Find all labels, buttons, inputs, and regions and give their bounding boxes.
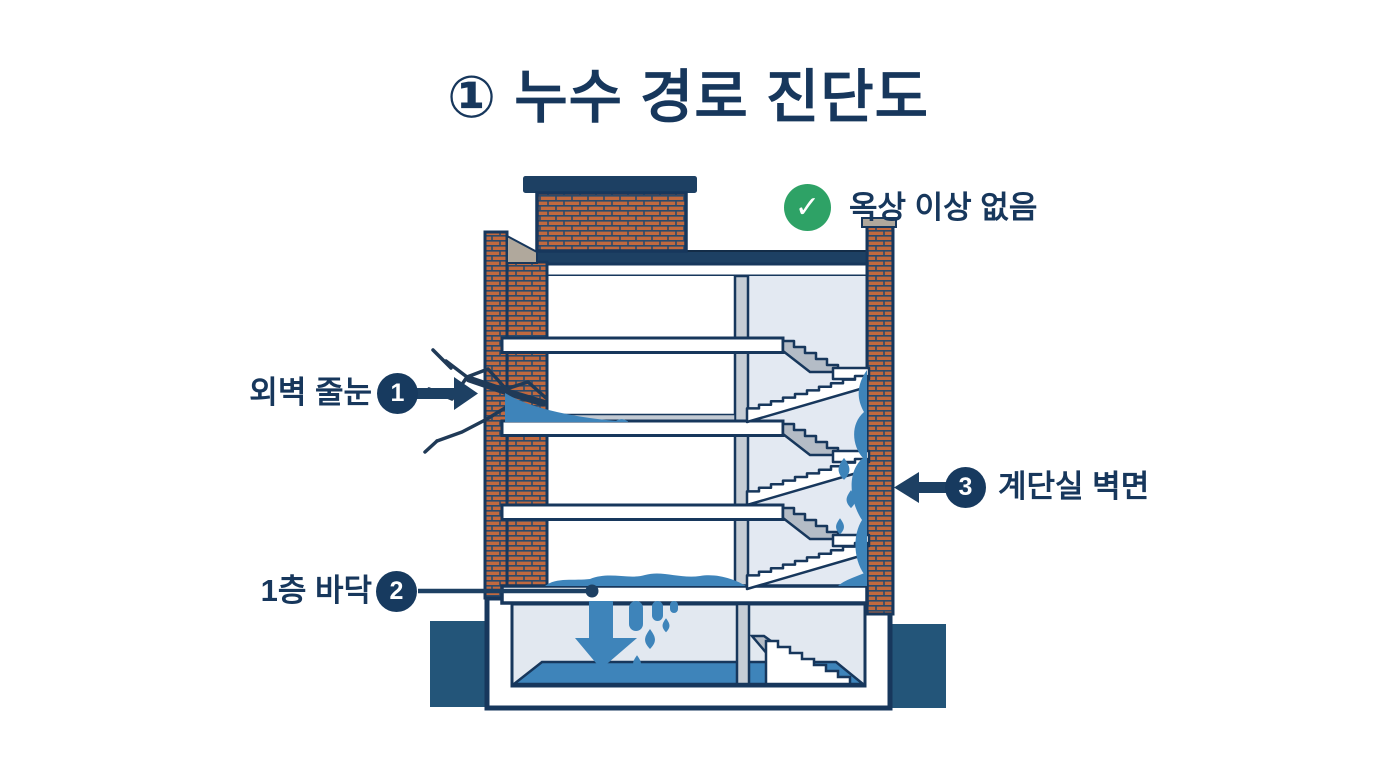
- crack-water-wedge: [505, 393, 628, 422]
- arrow-right-icon: [417, 377, 478, 410]
- parapet-coping-right: [861, 217, 897, 228]
- arrow-left-icon: [894, 472, 947, 503]
- interior-divider-wall: [733, 274, 750, 605]
- first-floor-slab: [500, 584, 869, 605]
- stairwell-wall-water-leak: [836, 370, 867, 586]
- check-icon: ✓: [784, 184, 831, 231]
- status-label: 옥상 이상 없음: [849, 190, 1038, 225]
- callout-2-badge: 2: [376, 571, 417, 612]
- water-droplet: [645, 629, 655, 649]
- water-droplet: [846, 490, 856, 509]
- water-droplet: [836, 518, 844, 535]
- callout-2-label: 1층 바닥: [260, 573, 372, 608]
- first-floor-water: [545, 573, 746, 672]
- basement: [484, 595, 893, 711]
- rooftop-bulkhead: [523, 176, 697, 253]
- leak-arrow-shaft: [589, 601, 613, 638]
- water-droplet: [662, 618, 670, 633]
- stairwell-stairs: [745, 339, 871, 591]
- basement-divider-wall: [735, 602, 751, 686]
- basement-stairs: [764, 639, 852, 686]
- leader-dot: [585, 584, 599, 598]
- right-exterior-wall: [861, 217, 897, 616]
- page-title: ① 누수 경로 진단도: [447, 65, 929, 130]
- callout-3-badge: 3: [945, 467, 986, 508]
- leak-arrow-head: [575, 638, 637, 669]
- callout-pointers: [417, 377, 947, 598]
- status-indicator: ✓ 옥상 이상 없음: [784, 184, 1037, 231]
- floor-slabs: [500, 336, 785, 521]
- callout-1-label: 외벽 줄눈: [249, 375, 372, 410]
- parapet-coping: [506, 234, 538, 264]
- water-droplet: [633, 655, 641, 672]
- roof-slab: [505, 250, 892, 278]
- callout-1-badge: 1: [377, 373, 418, 414]
- water-droplet: [838, 457, 850, 480]
- callout-3-label: 계단실 벽면: [998, 469, 1150, 504]
